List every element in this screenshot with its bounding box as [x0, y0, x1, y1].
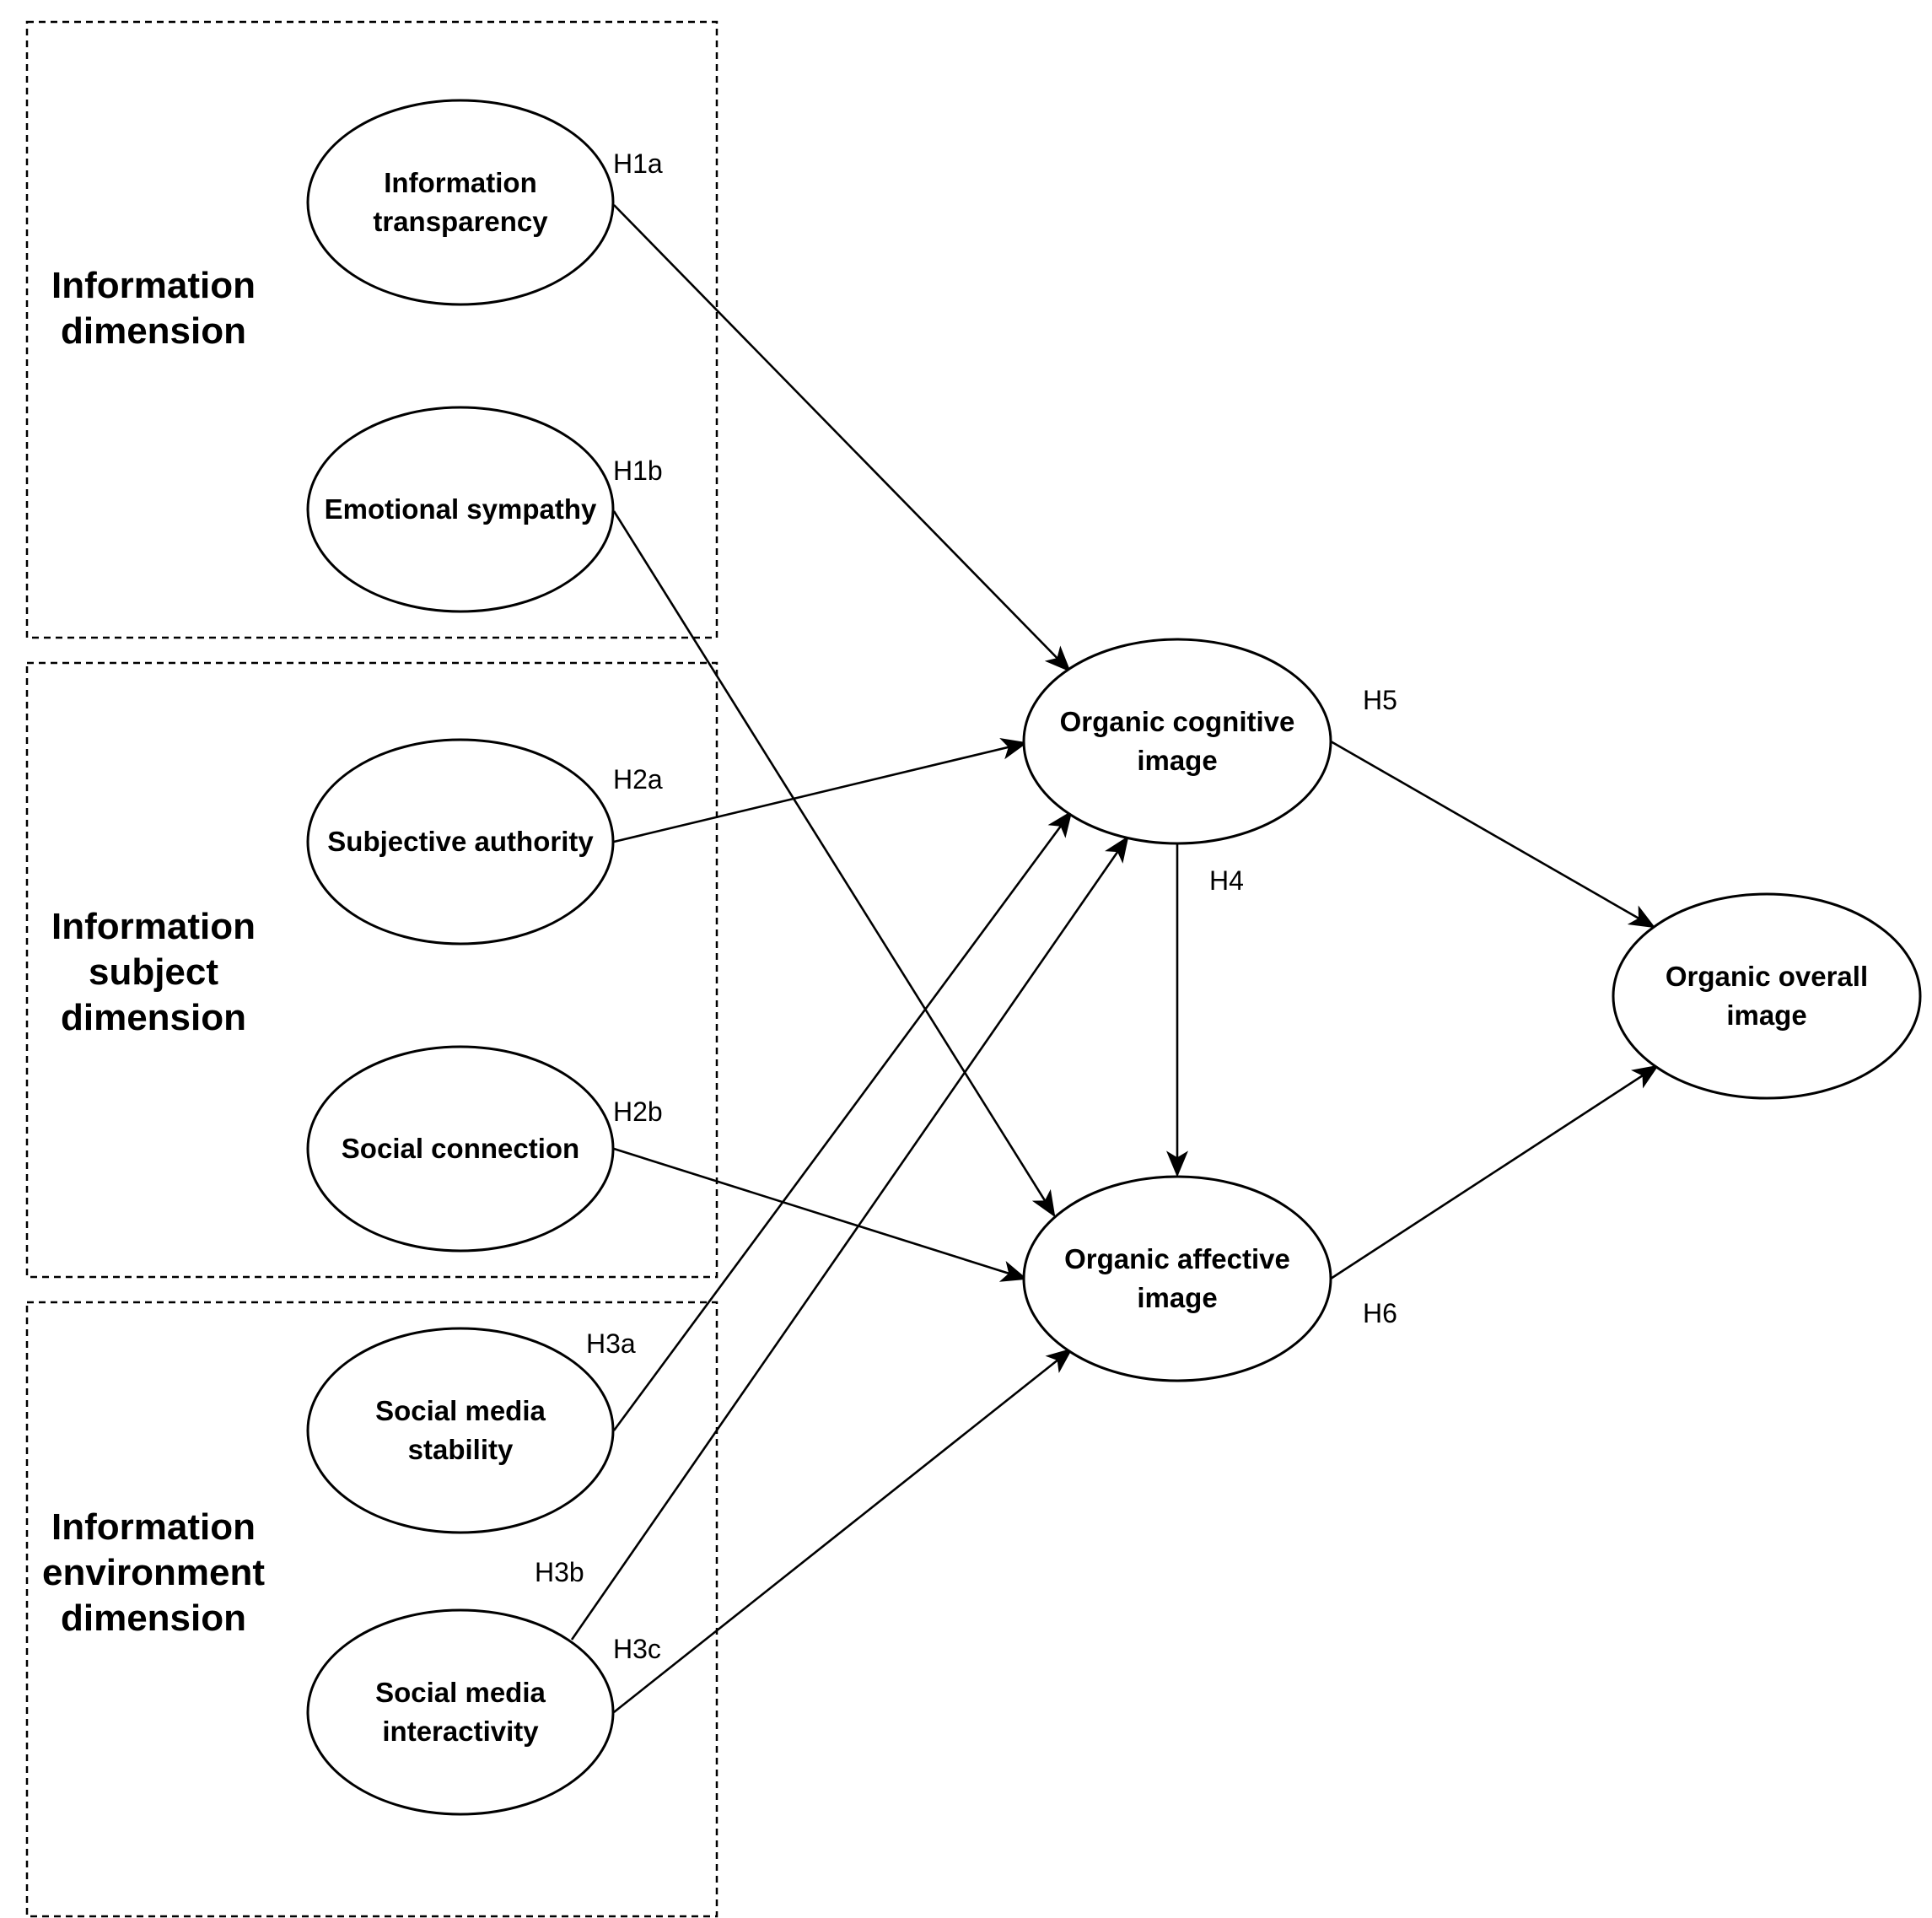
node-label-affective-line-1: Organic affective: [1064, 1243, 1290, 1274]
group-box-g_subject: [25, 661, 718, 1279]
node-ellipse-affective: [1022, 1175, 1332, 1382]
node-label-sympathy-line-1: Emotional sympathy: [325, 493, 597, 525]
group-title-g_env-line-3: dimension: [61, 1597, 246, 1639]
hypothesis-label-h1a: H1a: [613, 148, 663, 179]
hypothesis-label-h3c: H3c: [613, 1634, 661, 1664]
node-label-transparency-line-2: transparency: [373, 206, 548, 237]
node-connection: Social connection: [306, 1045, 615, 1253]
hypothesis-label-h4: H4: [1209, 865, 1244, 896]
node-label-cognitive-line-2: image: [1137, 745, 1217, 776]
node-label-interactivity-line-2: interactivity: [382, 1716, 539, 1747]
node-cognitive: Organic cognitive image: [1022, 638, 1332, 845]
group-title-g_subject-line-1: Information: [51, 906, 256, 947]
path-affective-to-overall: [1330, 1064, 1660, 1280]
node-label-stability-line-2: stability: [408, 1434, 514, 1465]
node-ellipse-cognitive: [1022, 638, 1332, 845]
node-ellipse-interactivity: [306, 1608, 615, 1816]
node-label-stability-line-1: Social media: [375, 1395, 546, 1426]
node-label-affective-line-2: image: [1137, 1282, 1217, 1313]
node-ellipse-overall: [1612, 892, 1922, 1100]
group-title-g_info-line-2: dimension: [61, 310, 246, 352]
node-label-connection-line-1: Social connection: [342, 1133, 579, 1164]
hypothesis-label-h6: H6: [1363, 1298, 1397, 1328]
node-stability: Social media stability: [306, 1327, 615, 1534]
group-title-g_subject-line-2: subject: [89, 951, 218, 993]
path-transparency-to-cognitive: [613, 204, 1071, 672]
node-overall: Organic overall image: [1612, 892, 1922, 1100]
node-interactivity: Social media interactivity: [306, 1608, 615, 1816]
node-ellipse-sympathy: [306, 406, 615, 613]
node-authority: Subjective authority: [306, 738, 615, 946]
hypothesis-label-h1b: H1b: [613, 455, 663, 486]
dimension-groups: InformationdimensionInformationsubjectdi…: [25, 20, 718, 1918]
group-box-g_info: [25, 20, 718, 639]
node-sympathy: Emotional sympathy: [306, 406, 615, 613]
group-title-g_env-line-2: environment: [42, 1552, 265, 1593]
node-label-authority-line-1: Subjective authority: [327, 826, 594, 857]
group-title-g_subject-line-3: dimension: [61, 997, 246, 1038]
group-title-g_env-line-1: Information: [51, 1506, 256, 1548]
hypothesis-label-h3a: H3a: [586, 1328, 636, 1359]
node-affective: Organic affective image: [1022, 1175, 1332, 1382]
hypothesis-paths: [570, 204, 1660, 1714]
group-title-g_info-line-1: Information: [51, 265, 256, 306]
node-ellipse-connection: [306, 1045, 615, 1253]
path-stability-to-cognitive: [612, 810, 1073, 1431]
node-label-cognitive-line-1: Organic cognitive: [1060, 706, 1295, 737]
hypothesis-label-h2a: H2a: [613, 764, 663, 795]
node-label-interactivity-line-1: Social media: [375, 1677, 546, 1708]
path-cognitive-to-overall: [1330, 740, 1656, 929]
node-label-overall-line-1: Organic overall: [1666, 961, 1868, 992]
node-transparency: Information transparency: [306, 99, 615, 306]
path-authority-to-cognitive: [613, 738, 1028, 843]
hypothesis-label-h2b: H2b: [613, 1096, 663, 1127]
node-label-overall-line-2: image: [1726, 999, 1806, 1031]
path-interactivity-to-cognitive: [570, 835, 1129, 1641]
path-sympathy-to-affective: [612, 510, 1056, 1218]
group-box-g_env: [25, 1301, 718, 1918]
node-ellipse-stability: [306, 1327, 615, 1534]
node-ellipse-authority: [306, 738, 615, 946]
node-label-transparency-line-1: Information: [384, 167, 536, 198]
path-connection-to-affective: [613, 1147, 1028, 1282]
path-interactivity-to-affective: [613, 1348, 1074, 1714]
hypothesis-label-h5: H5: [1363, 685, 1397, 715]
hypothesis-label-h3b: H3b: [535, 1557, 584, 1587]
node-ellipse-transparency: [306, 99, 615, 306]
